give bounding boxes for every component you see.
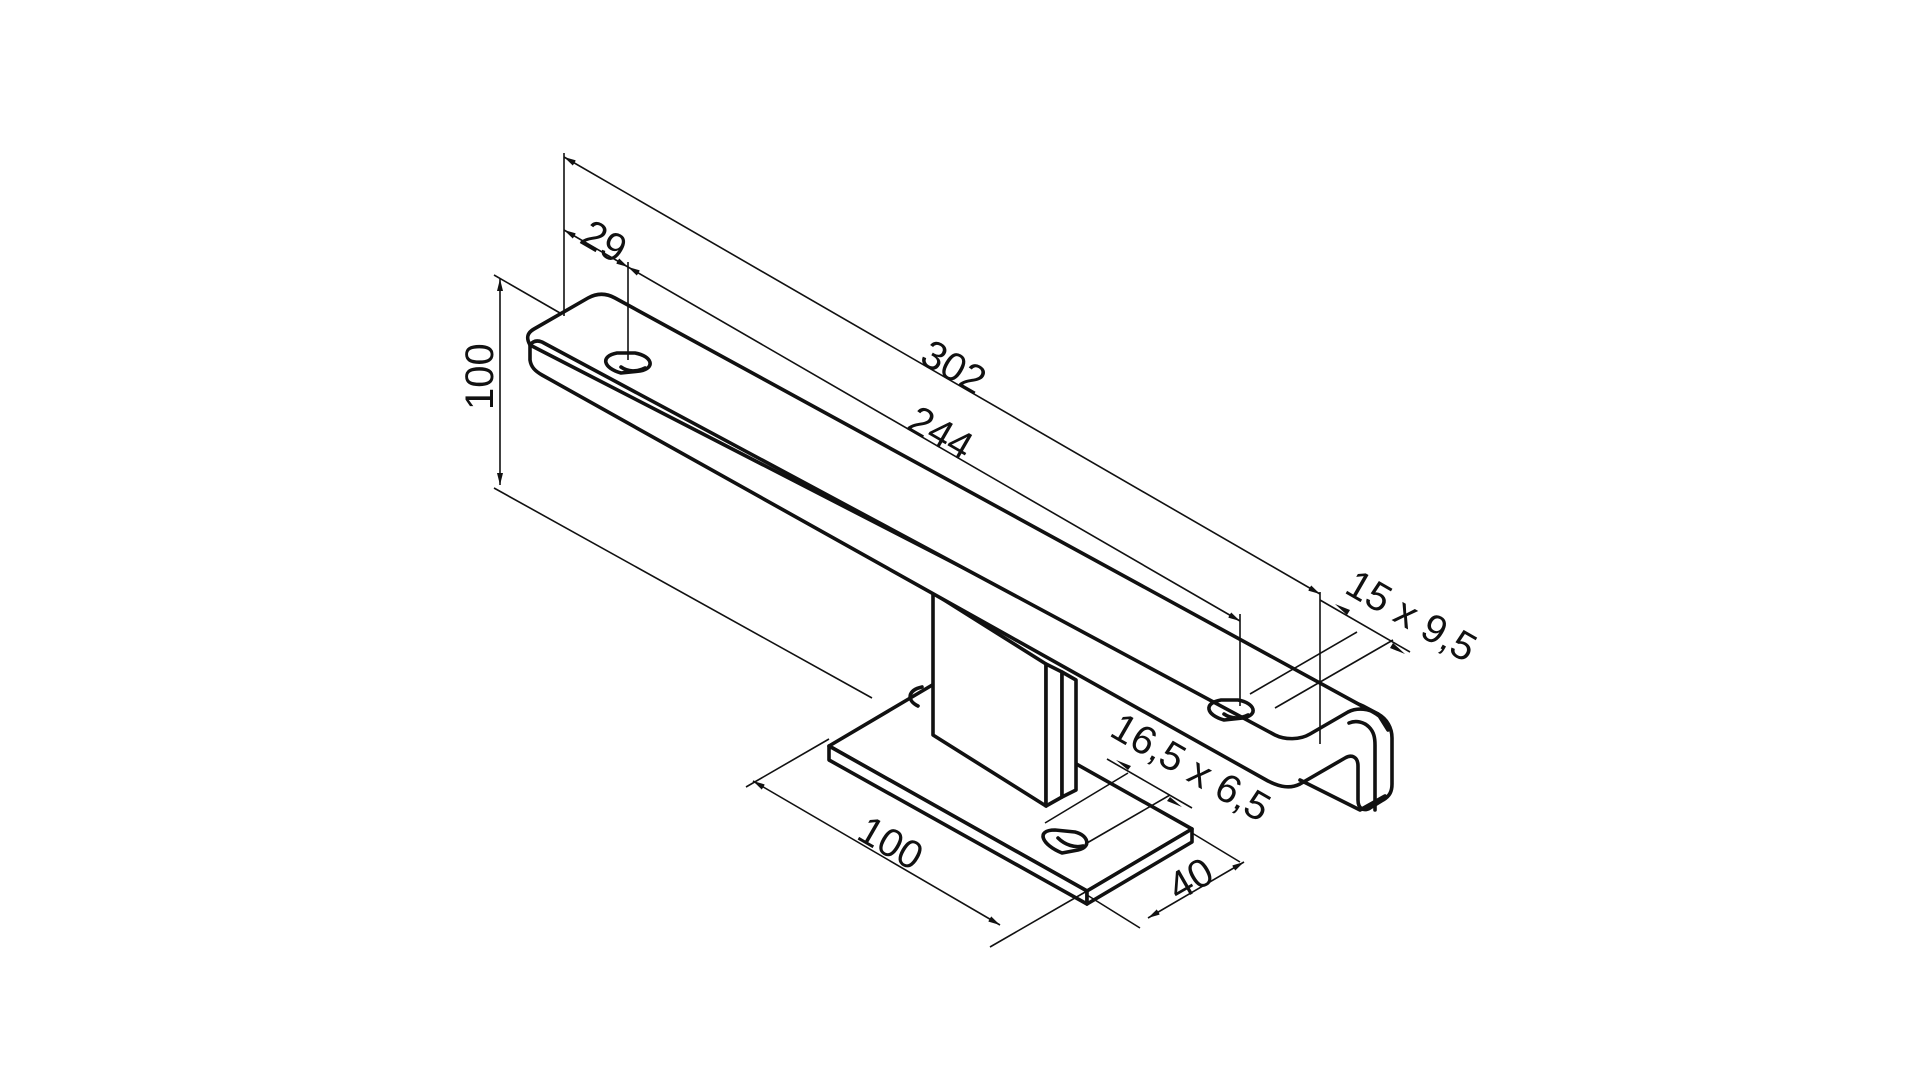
dim-label-29: 29 [574, 212, 635, 272]
dim-line-15x9.5 [1319, 599, 1411, 653]
dim-label-302: 302 [914, 332, 994, 403]
dim-line-29 [563, 229, 629, 268]
dim-label-40: 40 [1161, 849, 1222, 909]
vertical-web [931, 591, 1078, 808]
dim-label-100-base: 100 [851, 808, 931, 879]
base-slot-rear [908, 685, 924, 708]
dim-line-40 [1147, 861, 1245, 919]
dim-label-100-vertical: 100 [458, 343, 502, 410]
top-slot-right [1207, 698, 1255, 722]
dim-line-100-base [752, 780, 1001, 926]
dim-line-16.5x6.5 [1106, 758, 1193, 809]
base-slot-front [1041, 828, 1089, 855]
dim-label-top-slot: 15 x 9,5 [1339, 562, 1484, 671]
